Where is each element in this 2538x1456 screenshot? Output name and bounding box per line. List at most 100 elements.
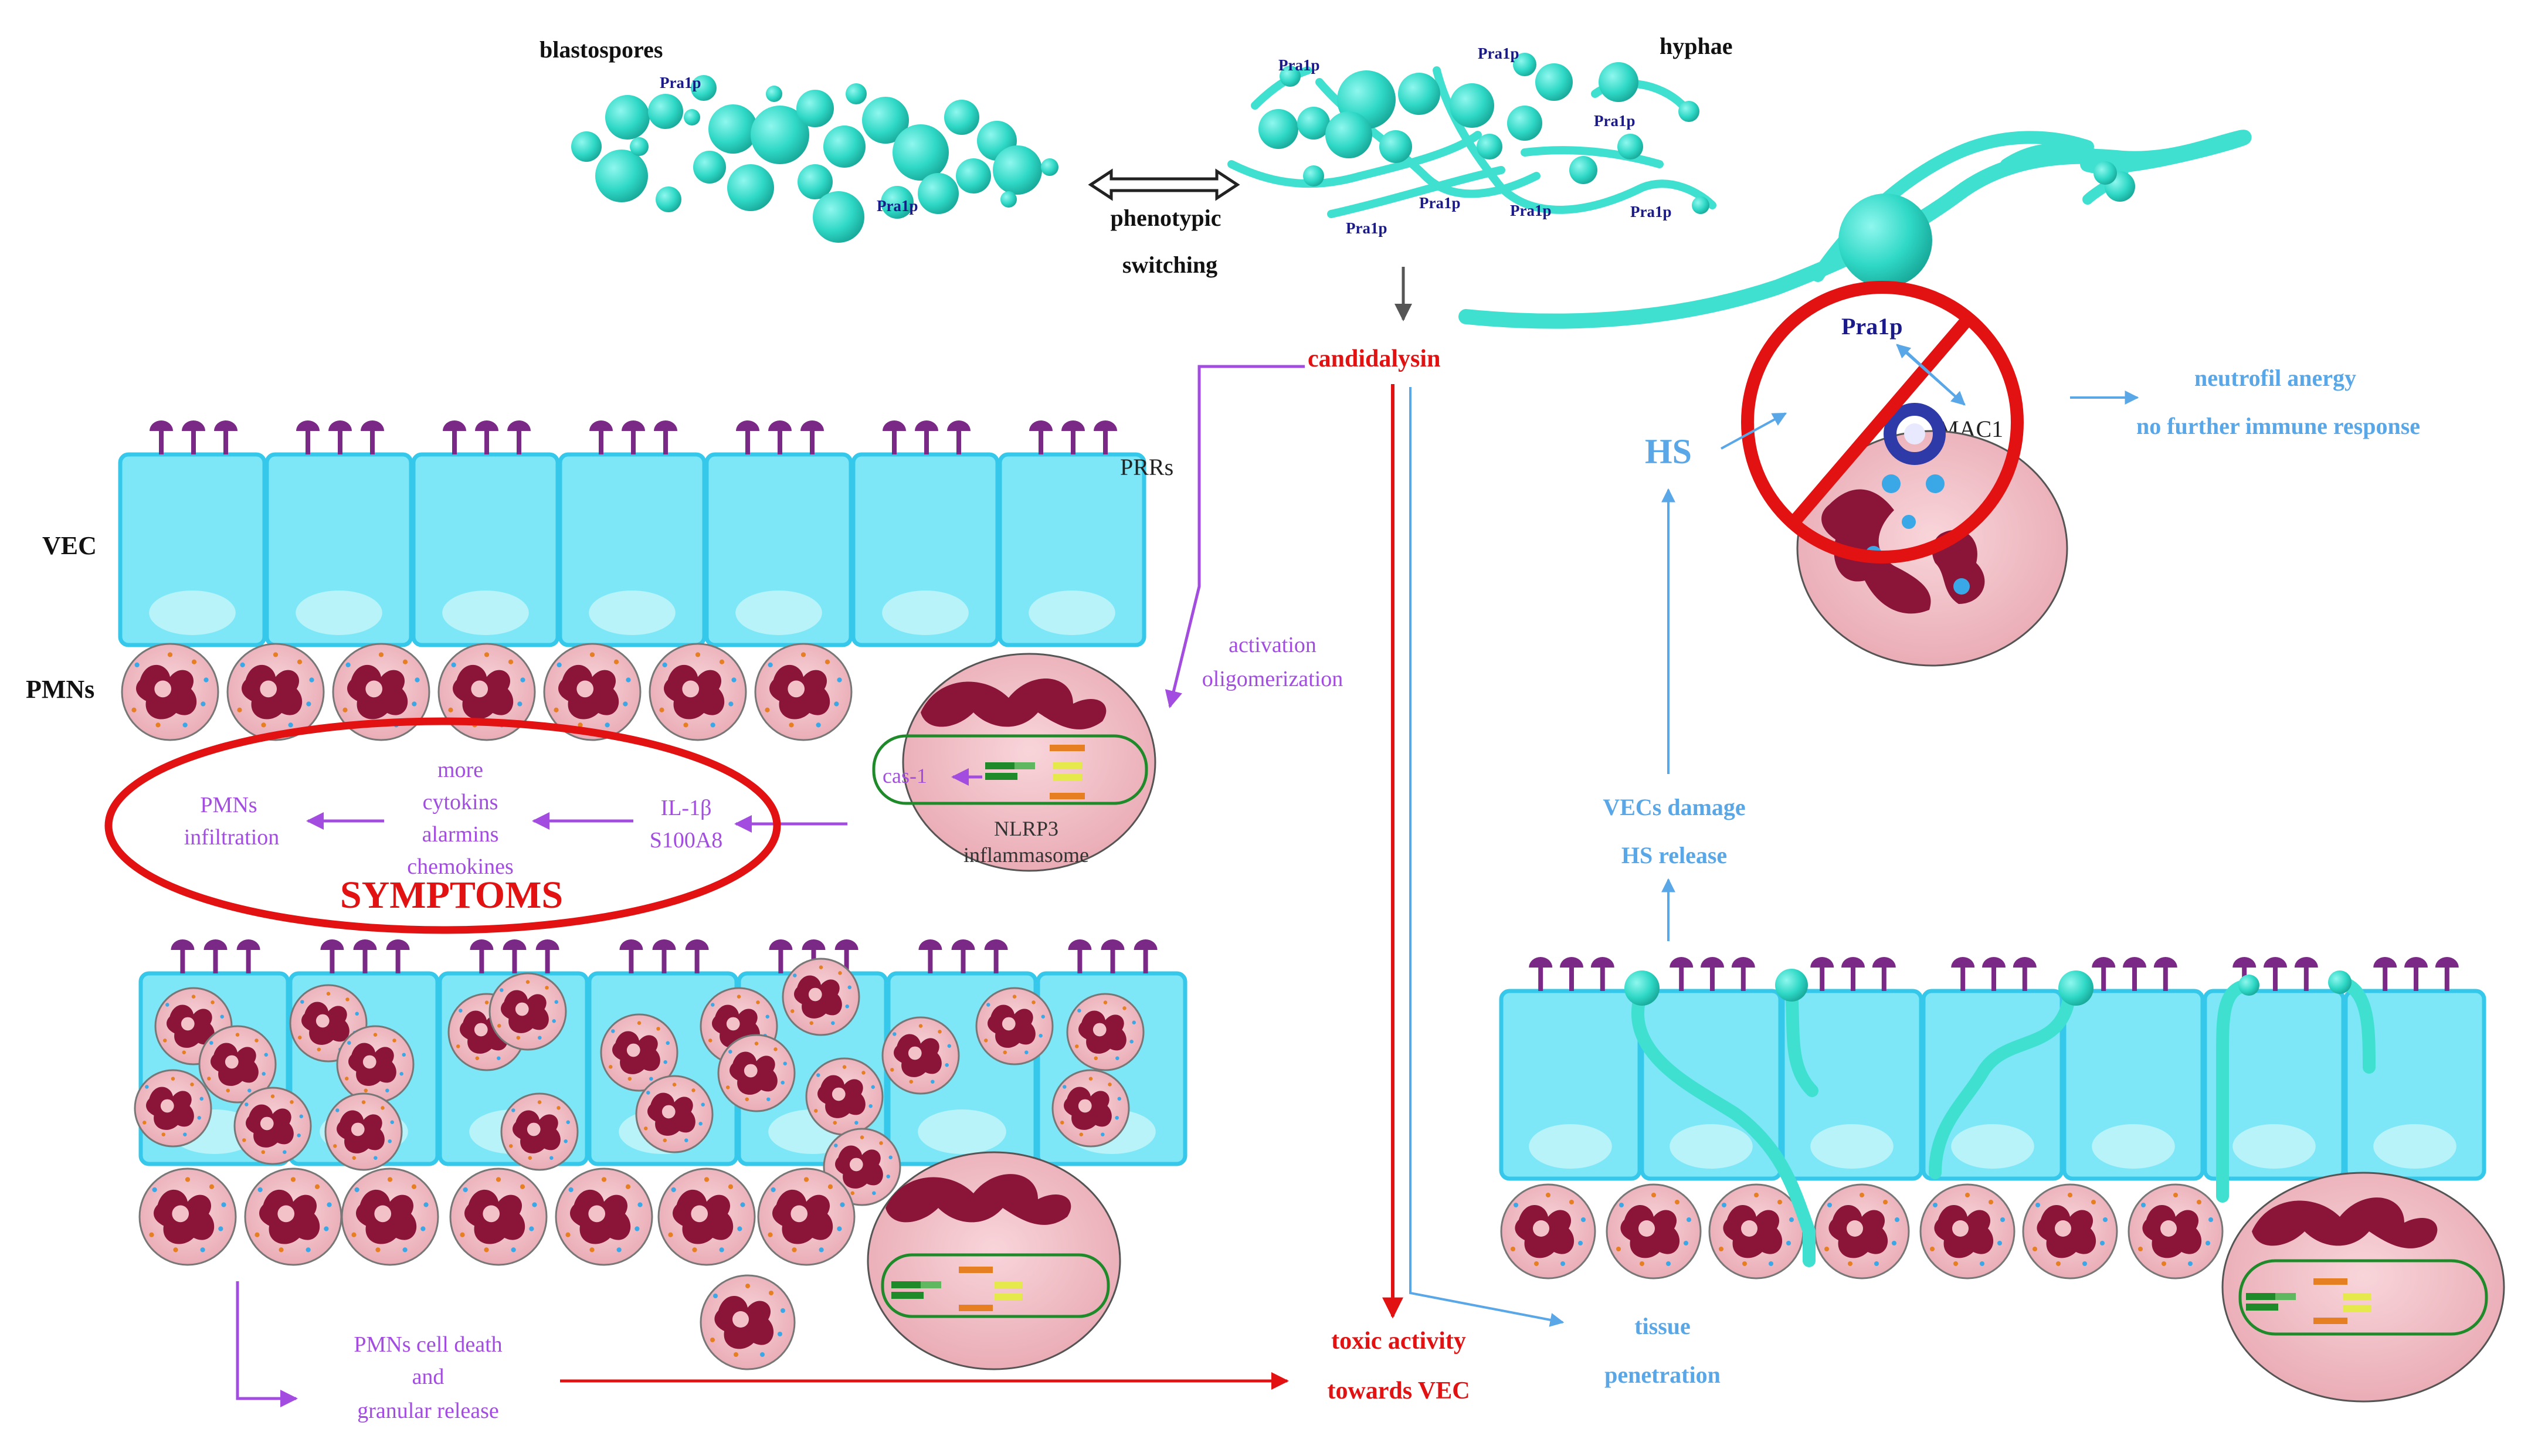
blastospore (595, 150, 648, 202)
blastospore (1280, 66, 1301, 87)
neutrophil (226, 643, 325, 741)
blastospore (727, 164, 774, 211)
blastospore (944, 100, 979, 135)
pra1p-label: Pra1p (1346, 219, 1387, 237)
invading-hypha (1631, 985, 1816, 1267)
receptor-prr (535, 939, 559, 973)
receptor-prr (2092, 957, 2116, 991)
neutrophil (198, 1025, 277, 1104)
receptor-prr (475, 420, 498, 454)
neutrophil (1708, 1183, 1804, 1279)
hypha-filament (1251, 66, 1312, 110)
blastospore (2058, 970, 2093, 1006)
neutrophil (449, 1167, 548, 1266)
epithelial-cell (1499, 989, 1642, 1181)
hypha-with-pra1p (1458, 130, 2252, 329)
receptor-prr (2153, 957, 2177, 991)
receptor-prr (2123, 957, 2146, 991)
receptor-prr (947, 420, 971, 454)
invading-hypha (2342, 979, 2376, 1074)
more-label: more (437, 758, 483, 782)
il1b-label: IL-1β (661, 796, 712, 820)
chemokines-label: chemokines (407, 854, 514, 879)
neutrophil (717, 1034, 796, 1112)
epithelial-cell (1640, 989, 1783, 1181)
towards-vec-label: towards VEC (1327, 1377, 1470, 1404)
neutrophil (332, 643, 430, 741)
receptor-prr (915, 420, 938, 454)
hs-label: HS (1645, 432, 1692, 471)
receptor-prr (2435, 957, 2459, 991)
receptor-prr (589, 420, 613, 454)
s100a8-label: S100A8 (650, 828, 723, 853)
blastospore (1303, 165, 1324, 186)
hs-to-neutrophil-arrow (1721, 412, 1787, 450)
pra1p-label: Pra1p (877, 197, 918, 215)
blastospore (1535, 63, 1573, 101)
receptor-prr (353, 939, 377, 973)
pra1p-label: Pra1p (1594, 112, 1636, 130)
candidalysin-to-inflammasome-arrow (1165, 365, 1305, 708)
nlrp3-label: NLRP3 (994, 817, 1058, 840)
invading-hypha (1929, 985, 2076, 1179)
candidalysin-label: candidalysin (1308, 345, 1440, 372)
epithelial-cell (118, 452, 267, 647)
right-inflammasome-neutrophil (2221, 1172, 2505, 1403)
oligomerization-label: oligomerization (1202, 667, 1343, 691)
receptor-prr (503, 939, 527, 973)
receptor-prr (182, 420, 205, 454)
receptor-prr (507, 420, 531, 454)
neutrophil (757, 1167, 856, 1266)
neutrophil (657, 1167, 756, 1266)
neutrophil (555, 1167, 653, 1266)
blastospore (881, 186, 914, 219)
neutrofil-anergy-label: neutrofil anergy (2194, 365, 2356, 391)
blastospore (1617, 134, 1643, 159)
pmns-infiltration-label1: PMNs (200, 793, 257, 817)
switching-double-arrow (1088, 168, 1240, 201)
receptor-prr (2264, 957, 2287, 991)
receptor-prr (2013, 957, 2037, 991)
neutrophil (134, 1069, 212, 1148)
symptoms-ellipse (104, 717, 781, 934)
hs-release-label: HS release (1621, 842, 1727, 868)
blastospore (571, 131, 602, 162)
receptor-prr (951, 939, 975, 973)
receptor-prr (386, 939, 410, 973)
receptor-prr (619, 939, 643, 973)
blastospore (1297, 107, 1330, 140)
receptor-prr (1670, 957, 1694, 991)
symptoms-label: SYMPTOMS (340, 874, 563, 917)
receptor-prr (1134, 939, 1158, 973)
switching-label: switching (1122, 252, 1217, 278)
receptor-prr (320, 939, 344, 973)
tissue-label: tissue (1634, 1313, 1691, 1339)
blastospore (1569, 156, 1597, 184)
neutrophil (600, 1013, 678, 1092)
blastospore (1775, 969, 1808, 1002)
neutrophil (782, 958, 860, 1036)
receptor-prr (1101, 939, 1125, 973)
vecs-damage-label: VECs damage (1603, 794, 1745, 820)
receptor-prr (2404, 957, 2428, 991)
neutrophil (700, 1274, 796, 1370)
blastospore (708, 104, 758, 154)
activation-label: activation (1229, 633, 1316, 657)
receptor-prr (918, 939, 942, 973)
receptor-prr (984, 939, 1008, 973)
prohibition-sign (1741, 281, 2024, 564)
blastospore (993, 145, 1042, 195)
blastospore (605, 95, 650, 140)
pra1p-label: Pra1p (1510, 202, 1552, 219)
neutrophil (1606, 1183, 1702, 1279)
receptor-prr (1529, 957, 1553, 991)
blastospore (1599, 62, 1638, 102)
blastospore (630, 137, 649, 156)
neutrophil (649, 643, 747, 741)
blastospore (648, 94, 683, 129)
receptor-prr (2294, 957, 2318, 991)
receptor-prr (443, 420, 466, 454)
neutrophil (437, 643, 536, 741)
receptor-prr (296, 420, 320, 454)
receptor-prr (1701, 957, 1724, 991)
